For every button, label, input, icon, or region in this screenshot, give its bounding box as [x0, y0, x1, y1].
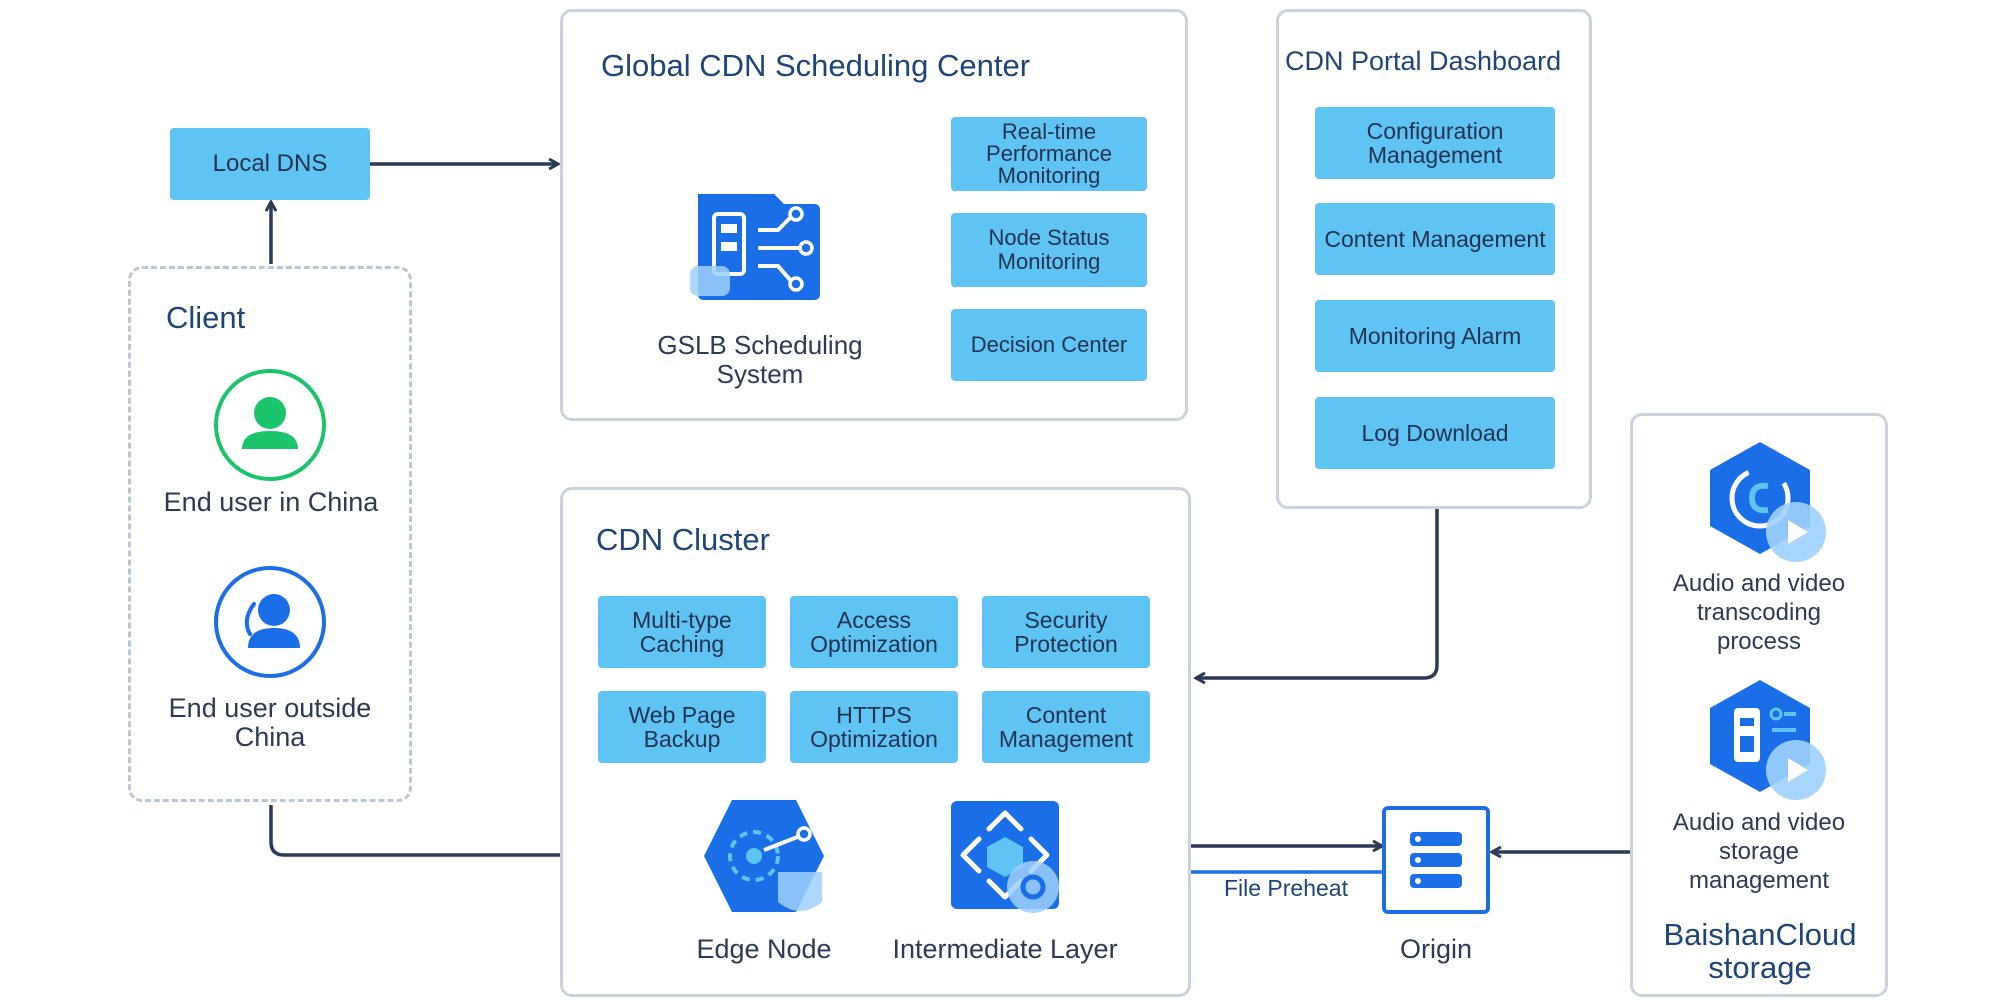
user-china-label: End user in China [163, 487, 379, 517]
storage-management-label: Audio and video storage management [1672, 809, 1846, 894]
module-decision-center: Decision Center [951, 309, 1147, 381]
transcoding-label: Audio and video transcoding process [1672, 570, 1846, 655]
user-overseas-label: End user outside China [168, 693, 372, 752]
feature-access-optimization: Access Optimization [790, 596, 958, 668]
client-panel [128, 266, 412, 802]
gslb-system-icon [690, 194, 820, 300]
transcoding-icon [1710, 442, 1826, 562]
feature-content-management: Content Management [982, 691, 1150, 763]
scheduling-center-title: Global CDN Scheduling Center [601, 48, 1031, 83]
portal-configuration-management: Configuration Management [1315, 107, 1555, 179]
feature-web-page-backup: Web Page Backup [598, 691, 766, 763]
client-to-edge-arrow [269, 805, 698, 855]
edge-node-label: Edge Node [696, 934, 832, 964]
portal-to-cluster-arrow [1196, 508, 1439, 678]
module-realtime-monitoring: Real-time Performance Monitoring [951, 117, 1147, 191]
user-overseas-icon [214, 566, 326, 678]
origin-label: Origin [1399, 934, 1473, 964]
edge-node-icon [704, 800, 824, 912]
module-node-status: Node Status Monitoring [951, 213, 1147, 287]
portal-title: CDN Portal Dashboard [1285, 46, 1562, 76]
local-dns-box: Local DNS [170, 128, 370, 200]
cdn-cluster-title: CDN Cluster [596, 522, 770, 557]
storage-management-icon [1710, 680, 1826, 800]
client-title: Client [166, 300, 246, 335]
feature-multi-type-caching: Multi-type Caching [598, 596, 766, 668]
origin-server-icon [1382, 806, 1490, 914]
user-china-icon [214, 369, 326, 481]
feature-https-optimization: HTTPS Optimization [790, 691, 958, 763]
portal-log-download: Log Download [1315, 397, 1555, 469]
intermediate-layer-icon [951, 801, 1059, 913]
feature-security-protection: Security Protection [982, 596, 1150, 668]
file-preheat-label: File Preheat [1223, 875, 1348, 901]
intermediate-layer-label: Intermediate Layer [892, 934, 1118, 964]
portal-content-management: Content Management [1315, 203, 1555, 275]
portal-monitoring-alarm: Monitoring Alarm [1315, 300, 1555, 372]
gslb-system-label: GSLB Scheduling System [657, 330, 863, 389]
storage-title: BaishanCloud storage [1663, 917, 1857, 985]
